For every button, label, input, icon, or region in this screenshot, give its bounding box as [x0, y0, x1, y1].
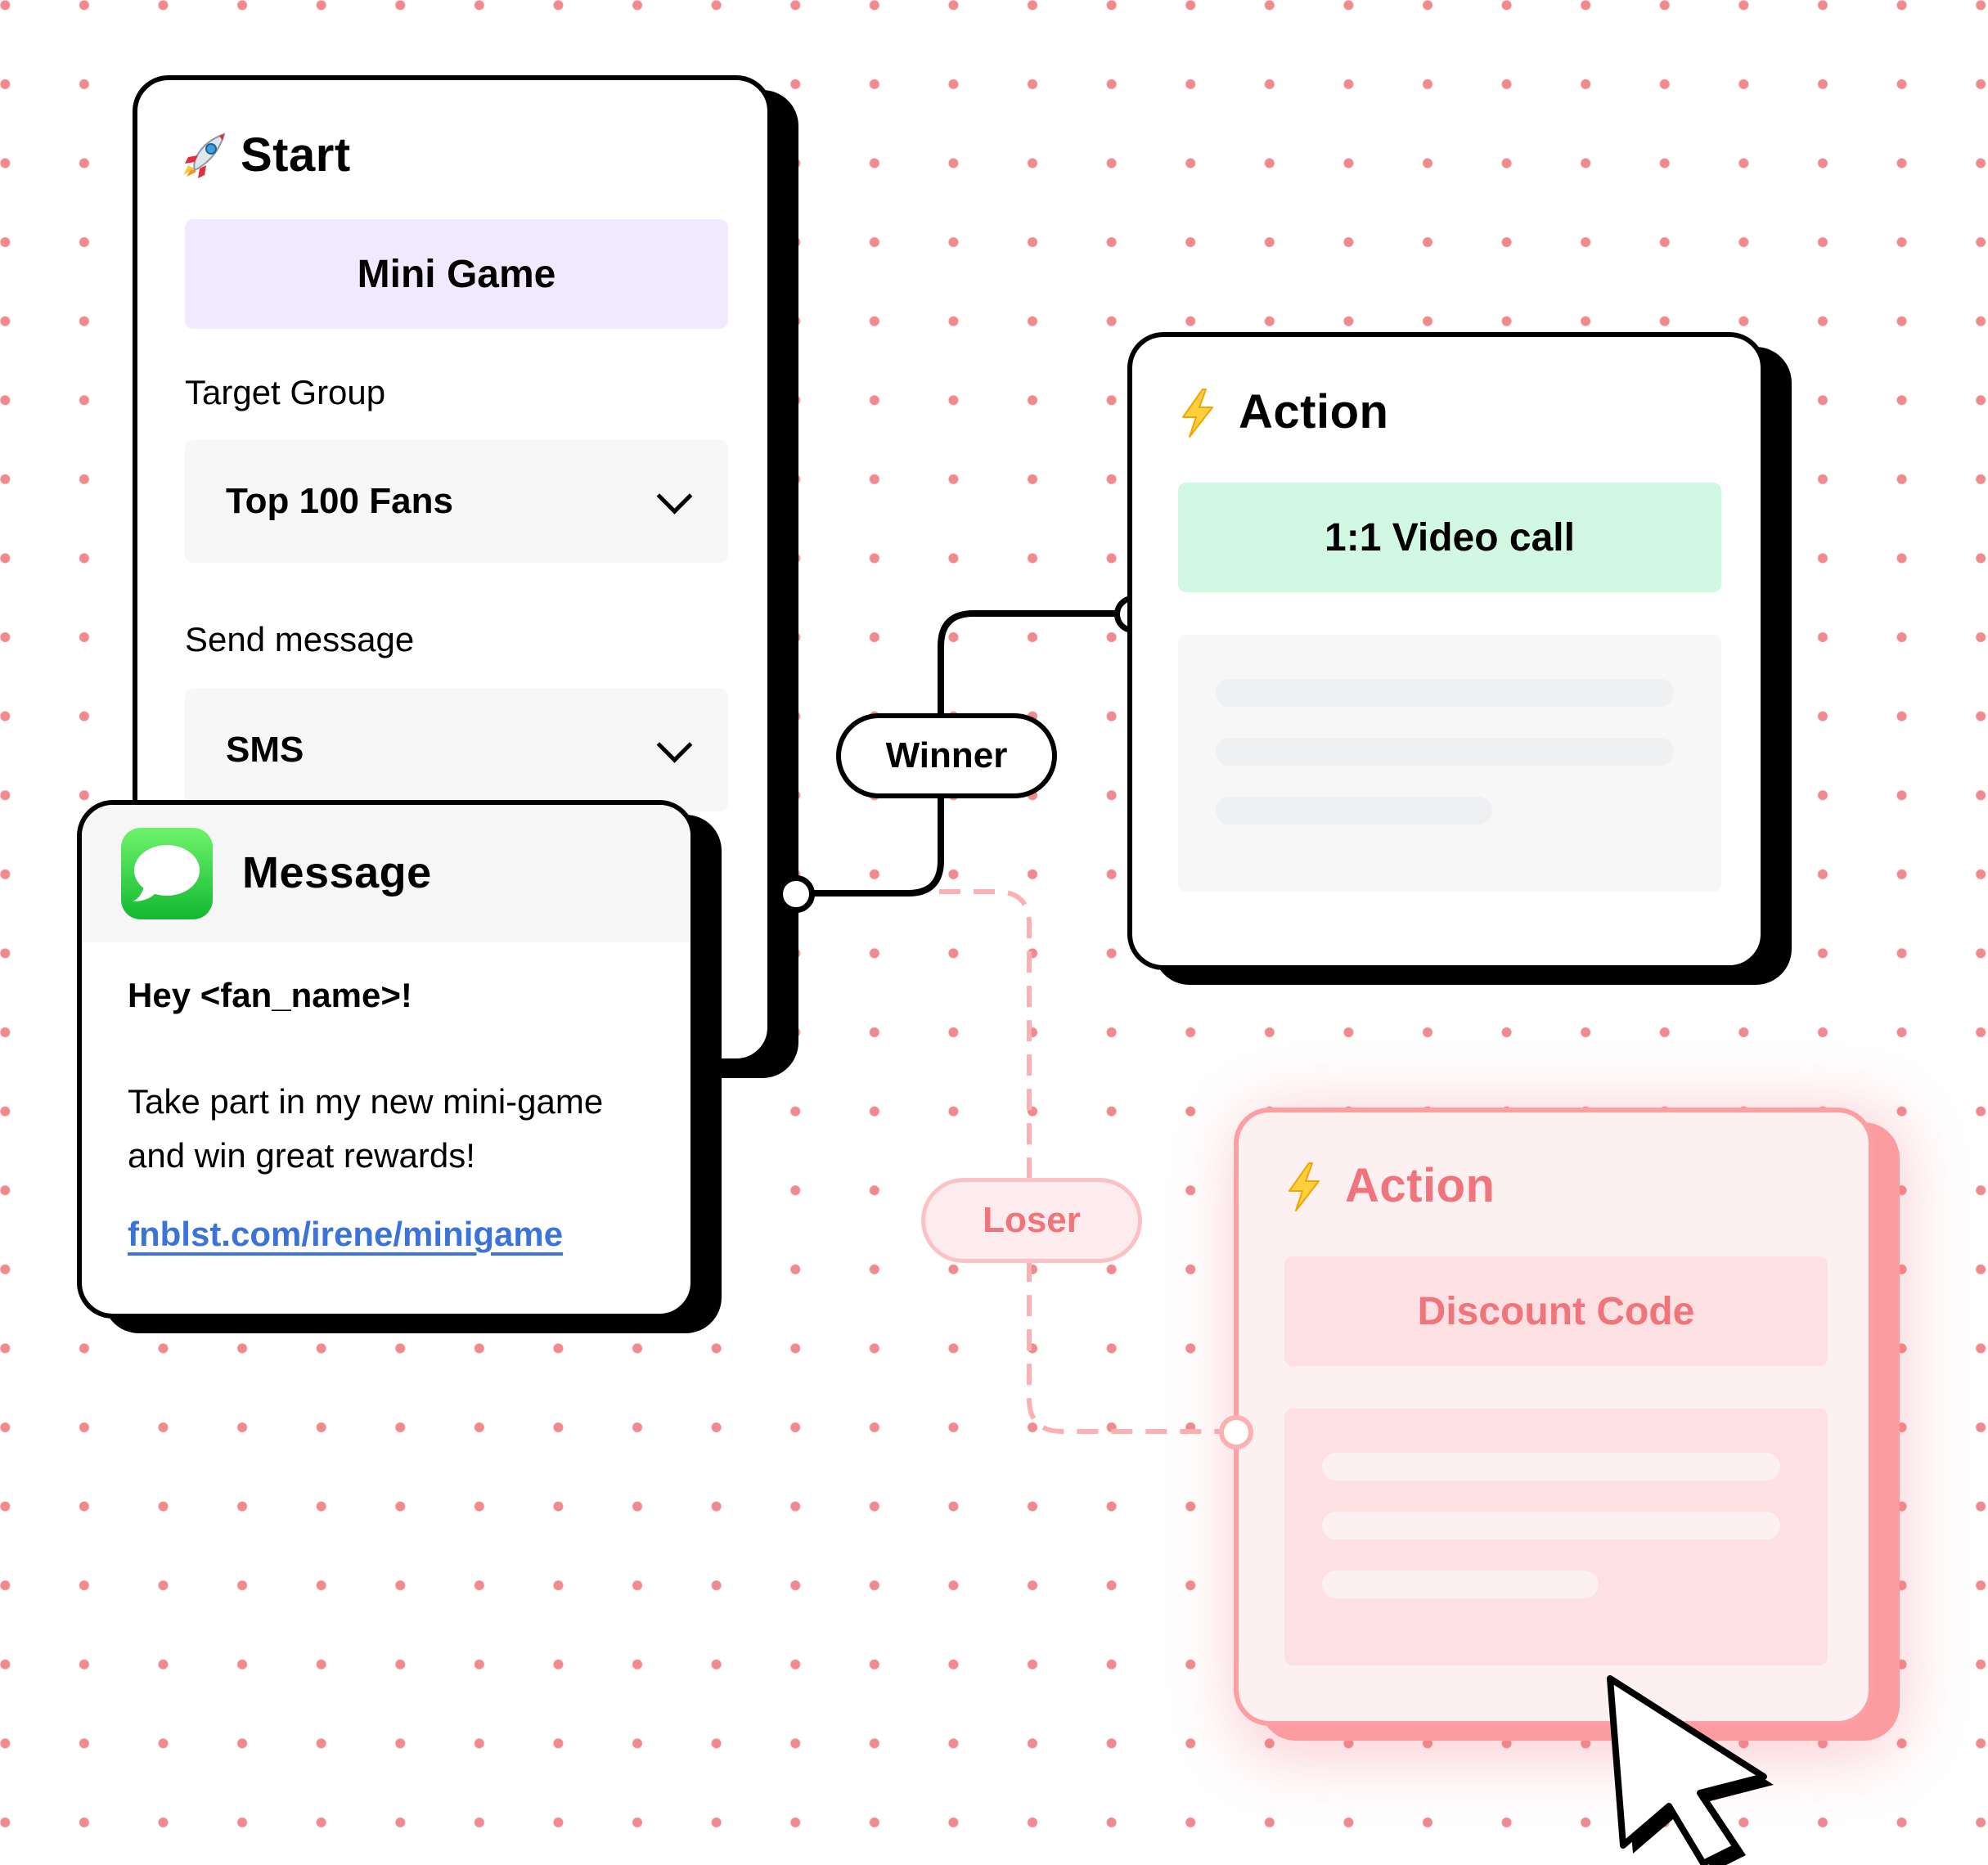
message-greeting: Hey <fan_name>! — [128, 976, 412, 1014]
messages-app-icon — [121, 828, 213, 919]
action-title-winner: Action — [1239, 385, 1389, 438]
lightning-icon — [1289, 1162, 1320, 1211]
action-card-loser[interactable]: Action Discount Code — [1234, 1108, 1873, 1726]
message-link[interactable]: fnblst.com/irene/minigame — [128, 1215, 564, 1253]
message-body-line2: and win great rewards! — [128, 1136, 475, 1175]
action-card-winner[interactable]: Action 1:1 Video call — [1127, 332, 1765, 970]
start-card[interactable]: Start Mini Game Target Group Top 100 Fan… — [133, 75, 772, 1063]
lightning-icon — [1182, 389, 1213, 438]
loser-input-port[interactable] — [1219, 1415, 1253, 1449]
message-card[interactable]: Message Hey <fan_name>! Take part in my … — [77, 800, 695, 1319]
message-title: Message — [242, 848, 432, 897]
action-content-placeholder — [1284, 1409, 1828, 1665]
placeholder-line — [1216, 738, 1674, 766]
action-content-placeholder — [1178, 635, 1721, 892]
send-message-value: SMS — [226, 730, 304, 770]
loser-label: Loser — [983, 1200, 1081, 1240]
loser-connector — [939, 889, 1232, 1434]
placeholder-line — [1216, 797, 1492, 825]
start-title: Start — [241, 128, 351, 182]
winner-label: Winner — [885, 735, 1008, 775]
target-group-label: Target Group — [185, 373, 386, 411]
placeholder-line — [1322, 1571, 1599, 1598]
video-call-pill[interactable]: 1:1 Video call — [1178, 483, 1721, 592]
target-group-value: Top 100 Fans — [226, 481, 453, 521]
mouse-pointer-icon — [1607, 1675, 1774, 1865]
loser-label-pill[interactable]: Loser — [921, 1178, 1142, 1263]
rocket-icon — [183, 133, 226, 178]
action-title-loser: Action — [1345, 1159, 1495, 1212]
chevron-down-icon[interactable] — [656, 478, 693, 515]
message-body-line1: Take part in my new mini-game — [128, 1082, 604, 1121]
start-output-port[interactable] — [777, 875, 815, 913]
target-group-select[interactable]: Top 100 Fans — [185, 440, 728, 563]
placeholder-line — [1216, 679, 1674, 707]
send-message-select[interactable]: SMS — [185, 689, 728, 811]
winner-label-pill[interactable]: Winner — [836, 713, 1057, 798]
placeholder-line — [1322, 1512, 1780, 1539]
placeholder-line — [1322, 1453, 1780, 1481]
chevron-down-icon[interactable] — [656, 726, 693, 763]
mini-game-pill[interactable]: Mini Game — [185, 219, 728, 329]
discount-code-pill[interactable]: Discount Code — [1284, 1256, 1828, 1366]
send-message-label: Send message — [185, 620, 415, 658]
